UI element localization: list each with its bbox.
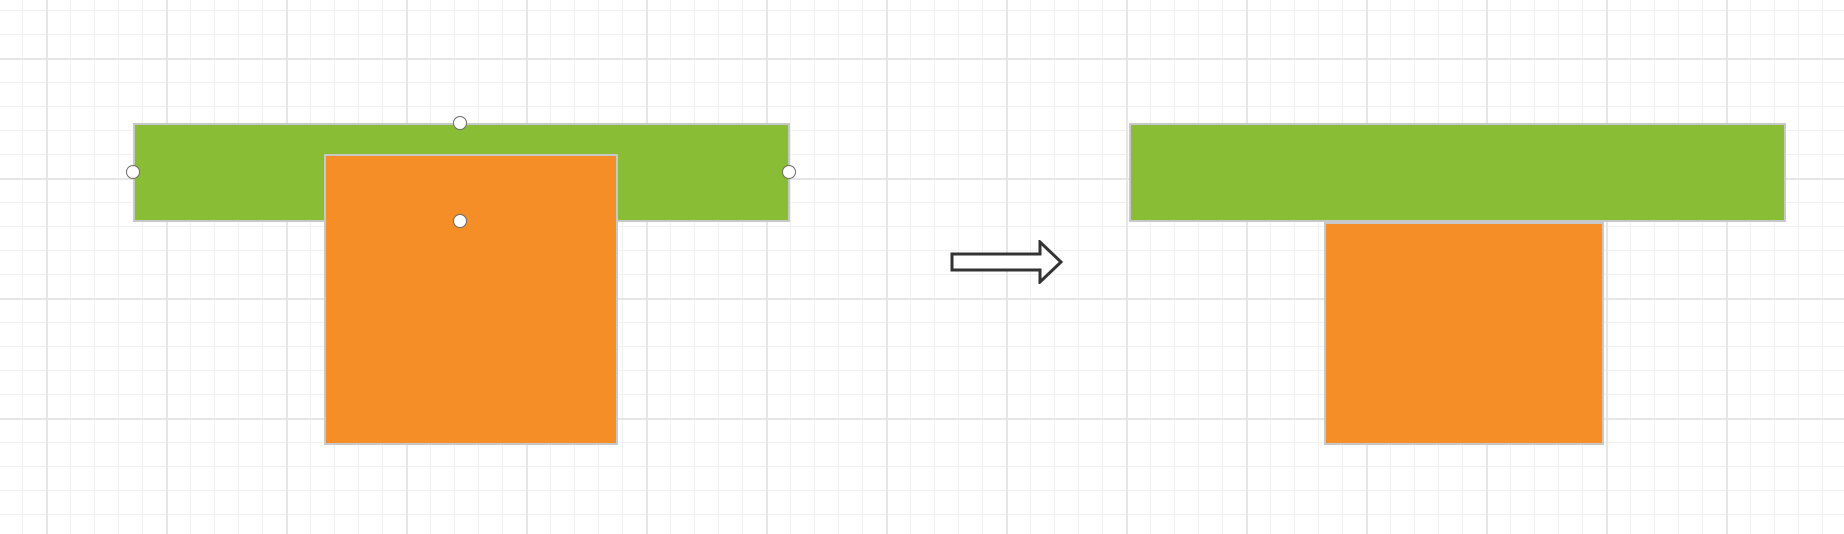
resize-handle-left[interactable] — [126, 165, 140, 179]
resize-handle-top[interactable] — [453, 116, 467, 130]
right-arrow-icon — [950, 240, 1064, 284]
resize-handle-right[interactable] — [782, 165, 796, 179]
after-orange-box[interactable] — [1324, 222, 1604, 445]
after-green-bar[interactable] — [1129, 123, 1786, 222]
before-orange-box[interactable] — [324, 154, 618, 445]
resize-handle-center[interactable] — [453, 214, 467, 228]
